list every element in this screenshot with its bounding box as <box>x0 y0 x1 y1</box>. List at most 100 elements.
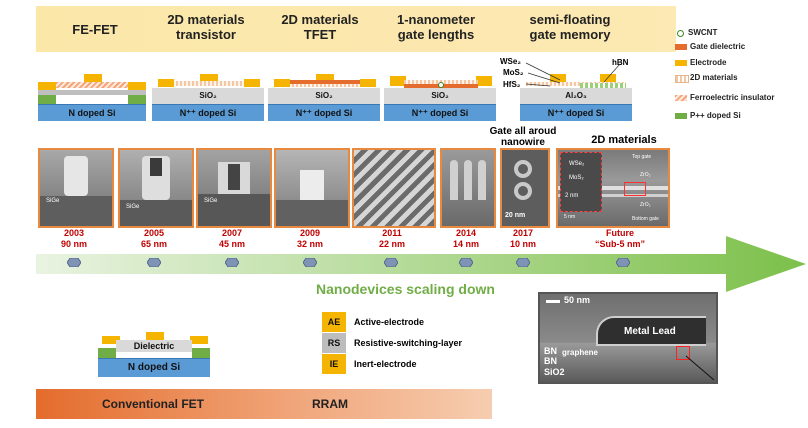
semi-floating-pointer-lines <box>525 62 621 87</box>
2d-tfet-source <box>274 79 290 87</box>
1nm-gate-substrate: N⁺⁺ doped Si <box>384 104 496 121</box>
legend-electrode-swatch <box>675 60 687 66</box>
2d-tfet-gate <box>316 74 334 80</box>
tem-photo-future: Top gate ZrO₂ ZrO₂ Bottom gate WSe₂ MoS₂… <box>556 148 670 228</box>
legend-electrode: Electrode <box>690 58 727 67</box>
legend-p-doped: P++ doped Si <box>690 111 741 120</box>
rram-ie-box: IE <box>322 354 346 374</box>
tem-metal-lead <box>596 316 706 346</box>
photo-2007-sige: SiGe <box>204 198 218 204</box>
1nm-gate-stack: SiO₂ N⁺⁺ doped Si <box>384 74 496 121</box>
label-hfs2: HfS₂ <box>503 80 521 89</box>
tem-bn-top: BN <box>544 346 557 356</box>
fefet-ferroelectric <box>56 82 130 88</box>
2d-tfet-channel <box>288 84 362 87</box>
tem-photo-2007: SiGe <box>196 148 272 228</box>
fefet-stack: N doped Si <box>38 74 146 121</box>
timeline-marker-2011 <box>384 258 398 267</box>
year-future: Future“Sub-5 nm” <box>594 228 645 249</box>
bottom-bar-rram: RRAM <box>312 397 348 411</box>
2d-tfet-gate-dielectric <box>288 80 362 84</box>
photo-2005-sige: SiGe <box>126 204 140 210</box>
semi-floating-oxide: Al₂O₃ <box>520 88 632 104</box>
2d-transistor-stack: SiO₂ N⁺⁺ doped Si <box>152 74 264 121</box>
conventional-fet-p-left <box>98 348 116 358</box>
timeline-marker-2014 <box>459 258 473 267</box>
future-zro2-top: ZrO₂ <box>640 172 651 178</box>
photo-2003-sige: SiGe <box>46 198 60 204</box>
fefet-substrate: N doped Si <box>38 104 146 121</box>
label-hbn: hBN <box>612 58 629 67</box>
rram-ie-label: Inert-electrode <box>354 359 417 369</box>
tem-photo-2009 <box>274 148 350 228</box>
legend-gate-dielectric: Gate dielectric <box>690 42 746 51</box>
tem-photo-2005: SiGe <box>118 148 194 228</box>
1nm-gate-oxide: SiO₂ <box>384 88 496 104</box>
tem-zoom-line <box>685 355 715 381</box>
tem-scale-label: 50 nm <box>564 295 591 305</box>
tem-sio2: SiO2 <box>544 367 565 377</box>
conventional-fet-dielectric: Dielectric <box>116 340 192 352</box>
header-band <box>36 6 676 52</box>
future-bottom-gate: Bottom gate <box>632 216 659 222</box>
legend-ferroelectric: Ferroelectric insulator <box>690 93 775 102</box>
tem-photo-2014 <box>440 148 496 228</box>
future-inset: WSe₂ MoS₂ 2 nm <box>560 152 602 212</box>
tem-graphene: graphene <box>562 348 599 357</box>
2d-tfet-substrate: N⁺⁺ doped Si <box>268 104 380 121</box>
legend-ferroelectric-swatch <box>675 95 687 101</box>
scaling-label: Nanodevices scaling down <box>316 281 495 297</box>
future-scale: 5 nm <box>564 214 576 220</box>
timeline-marker-2005 <box>147 258 161 267</box>
tem-zoom-box <box>676 346 690 360</box>
tem-metal-lead-label: Metal Lead <box>624 326 676 337</box>
legend-gate-dielectric-swatch <box>675 44 687 50</box>
timeline-marker-2003 <box>67 258 81 267</box>
2d-transistor-drain <box>244 79 260 87</box>
fefet-p-doped-right <box>128 95 146 104</box>
tem-photo-2011 <box>352 148 436 228</box>
conventional-fet-substrate: N doped Si <box>98 358 210 377</box>
1nm-gate-drain <box>476 76 492 86</box>
2d-transistor-channel <box>172 81 246 86</box>
future-inset-mos2: MoS₂ <box>569 175 584 181</box>
fefet-channel <box>38 90 146 95</box>
timeline-marker-future <box>616 258 630 267</box>
fefet-gate-electrode <box>84 74 102 82</box>
tem-photo-2017: 20 nm <box>500 148 550 228</box>
conventional-fet-source <box>102 336 120 344</box>
conventional-fet-p-right <box>192 348 210 358</box>
tem-photo-2003: SiGe <box>38 148 114 228</box>
2d-transistor-source <box>158 79 174 87</box>
fefet-drain-electrode <box>128 82 146 90</box>
fefet-source-electrode <box>38 82 56 90</box>
legend-2d-materials-swatch <box>675 75 689 83</box>
conventional-fet-gate <box>146 332 164 340</box>
semi-floating-2d-layer <box>526 82 626 86</box>
label-mos2: MoS₂ <box>503 68 524 77</box>
conventional-fet-drain <box>190 336 208 344</box>
tem-bn-bottom: BN <box>544 356 557 366</box>
fefet-p-doped-left <box>38 95 56 104</box>
timeline-arrow <box>36 236 806 292</box>
2d-tfet-drain <box>360 79 376 87</box>
2d-transistor-gate <box>200 74 218 81</box>
legend-2d-materials: 2D materials <box>690 73 738 82</box>
rram-ae-box: AE <box>322 312 346 332</box>
future-zro2-bottom: ZrO₂ <box>640 202 651 208</box>
future-top-gate: Top gate <box>632 154 652 160</box>
2d-tfet-stack: SiO₂ N⁺⁺ doped Si <box>268 74 380 121</box>
gate-all-around-caption: Gate all aroud nanowire <box>489 126 557 148</box>
photo-2017-scale: 20 nm <box>505 212 526 219</box>
swcnt-dot <box>438 82 444 88</box>
2d-transistor-oxide: SiO₂ <box>152 88 264 104</box>
label-wse2: WSe₂ <box>500 57 521 66</box>
